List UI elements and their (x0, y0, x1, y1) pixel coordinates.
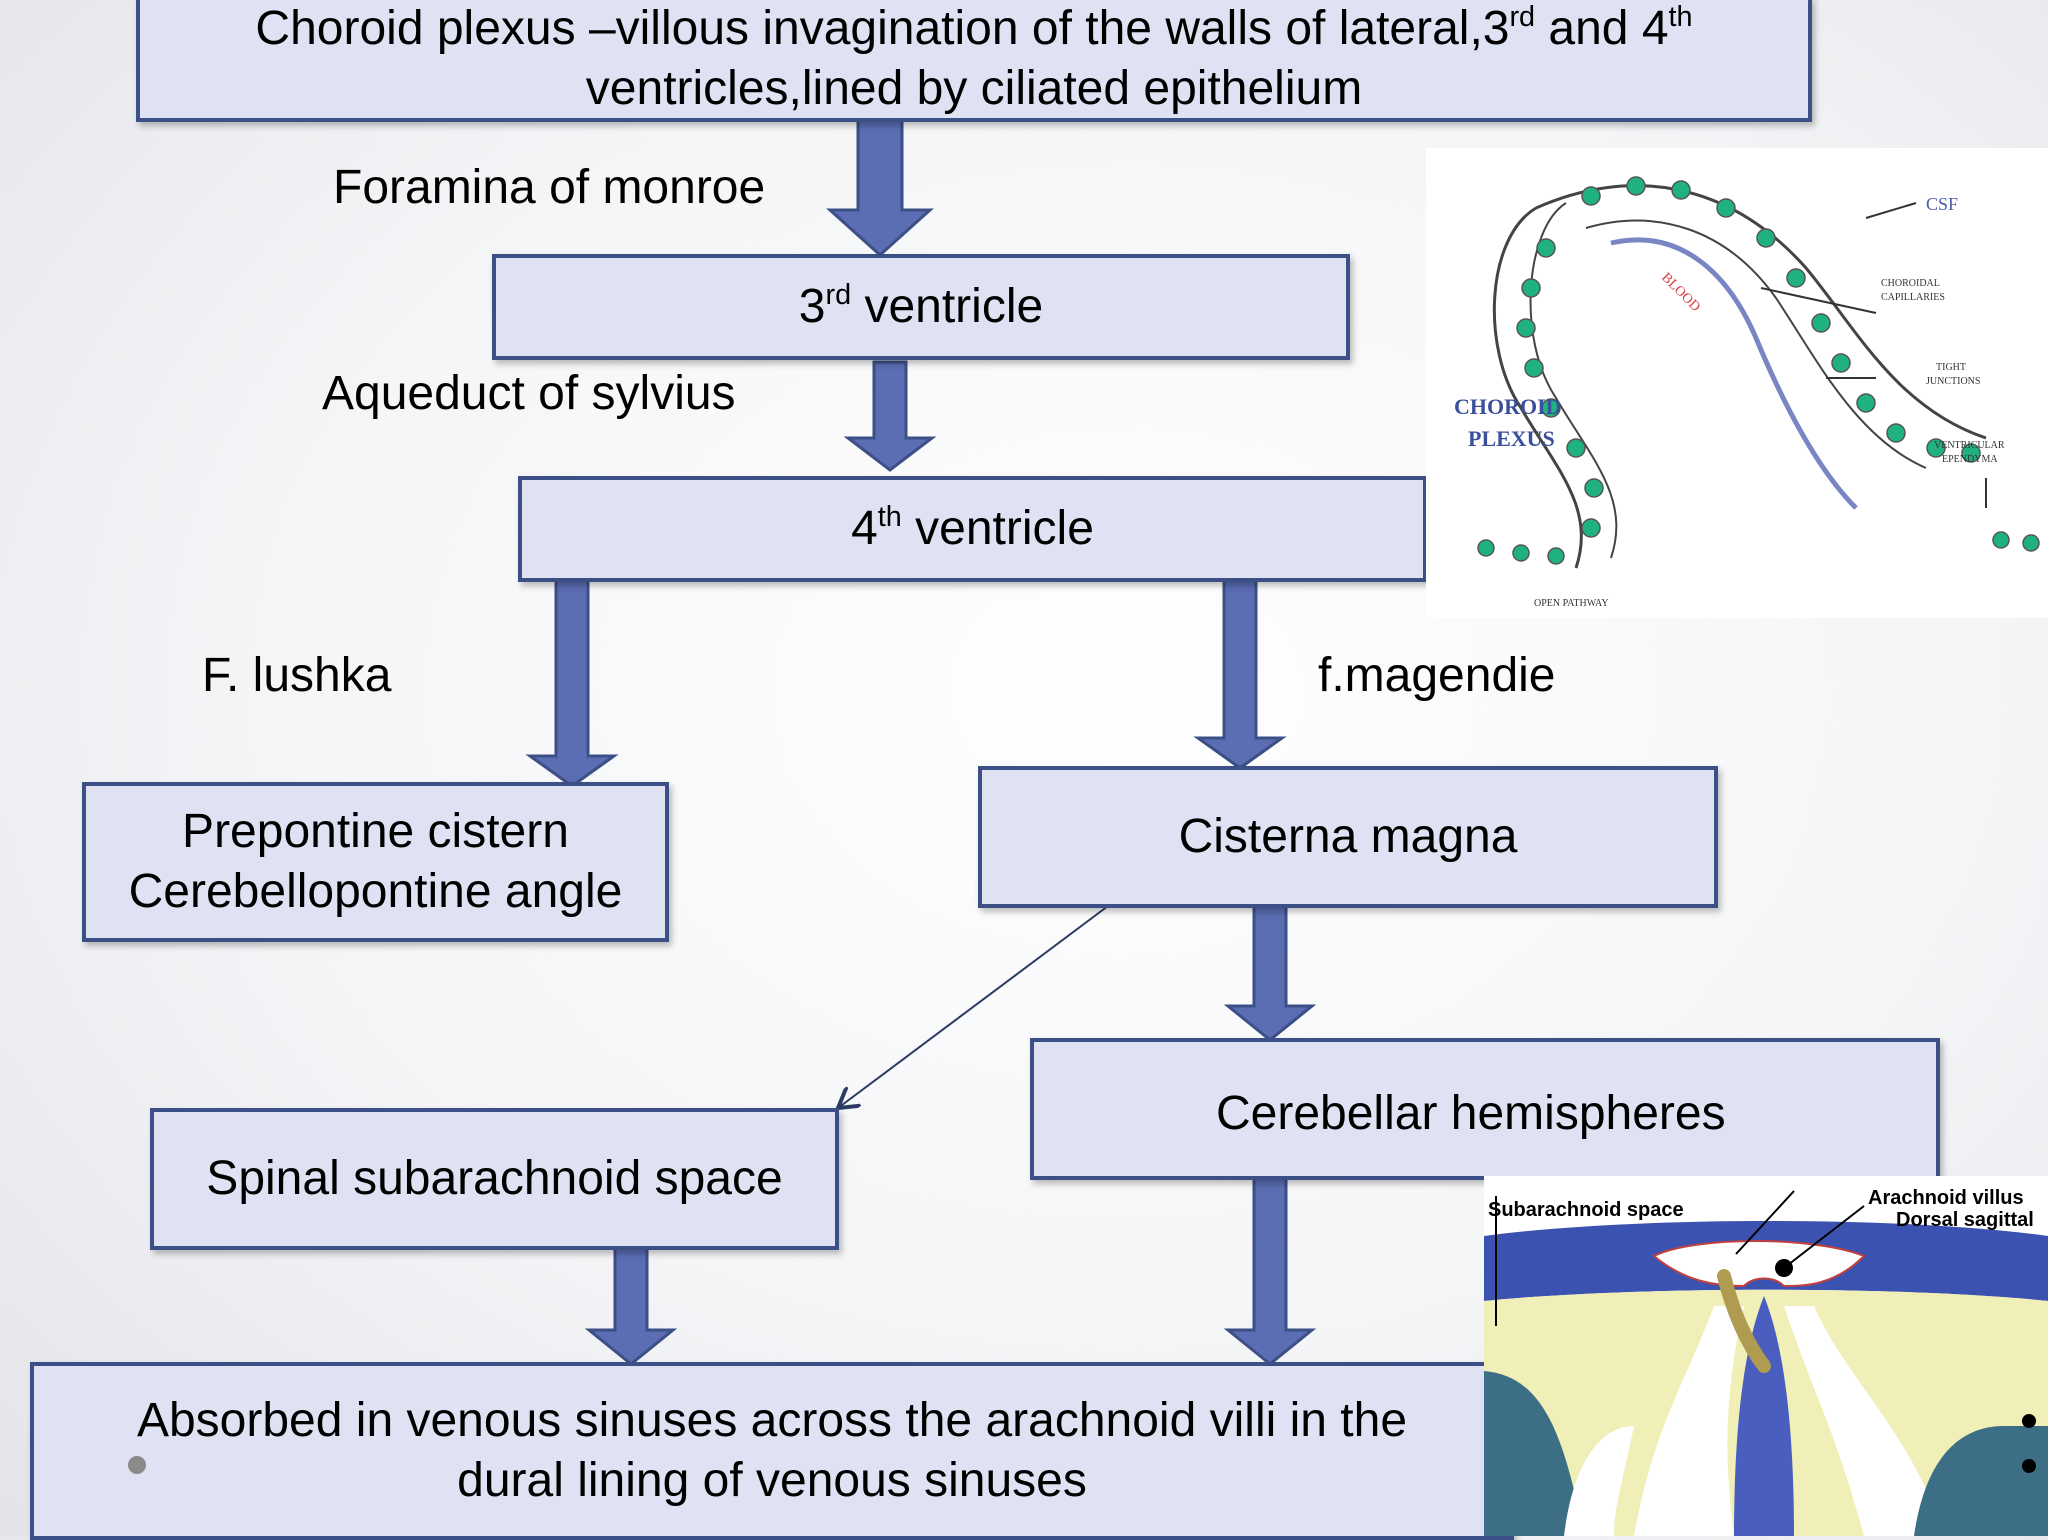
subarachnoid-space-label: Subarachnoid space (1488, 1199, 1684, 1221)
arachnoid-villus-drawing: Subarachnoid space Arachnoid villus Dors… (1484, 1187, 2048, 1536)
tight-junctions-label-1: TIGHT (1936, 362, 1966, 373)
choroid-plexus-line1: Choroid plexus –villous invagination of … (255, 1, 1693, 55)
third-ventricle-box: 3rd ventricle (492, 254, 1350, 360)
arrow-third-to-fourth (843, 360, 937, 472)
csf-label: CSF (1926, 194, 1958, 214)
arrow-cerebellar-to-absorbed (1223, 1176, 1317, 1366)
absorbed-box: Absorbed in venous sinuses across the ar… (30, 1362, 1514, 1540)
label-f-lushka: F. lushka (202, 649, 392, 702)
choroid-plexus-illustration: CSF BLOOD CHOROIDAL CAPILLARIES TIGHT JU… (1426, 148, 2048, 618)
arrow-cisterna-to-spinal (838, 905, 1109, 1108)
arachnoid-villus-label: Arachnoid villus (1868, 1187, 2024, 1209)
prepontine-cistern-box: Prepontine cistern Cerebellopontine angl… (82, 782, 669, 942)
ventricular-ependyma-label-1: VENTRICULAR (1934, 440, 2005, 451)
slide-bullet (128, 1456, 146, 1474)
cisterna-magna-box: Cisterna magna (978, 766, 1718, 908)
choroid-title-1: CHOROID (1454, 394, 1562, 419)
choroidal-capillaries-label-2: CAPILLARIES (1881, 292, 1945, 303)
spinal-subarachnoid-box: Spinal subarachnoid space (150, 1108, 839, 1250)
cerebellar-hemispheres-box: Cerebellar hemispheres (1030, 1038, 1940, 1180)
choroid-plexus-box: Choroid plexus –villous invagination of … (136, 0, 1812, 122)
ventricular-ependyma-label-2: EPENDYMA (1942, 454, 1998, 465)
arrow-cisterna-to-cerebellar (1223, 904, 1317, 1042)
choroid-plexus-line2: ventricles,lined by ciliated epithelium (585, 62, 1363, 115)
blood-label: BLOOD (1658, 270, 1703, 315)
arachnoid-villus-illustration: Subarachnoid space Arachnoid villus Dors… (1484, 1176, 2048, 1536)
tight-junctions-label-2: JUNCTIONS (1926, 376, 1980, 387)
arrow-spinal-to-absorbed (584, 1246, 678, 1366)
dorsal-sagittal-label: Dorsal sagittal (1896, 1209, 2034, 1231)
fourth-ventricle-box: 4th ventricle (518, 476, 1427, 582)
open-pathway-label: OPEN PATHWAY (1534, 598, 1609, 609)
label-aqueduct-of-sylvius: Aqueduct of sylvius (322, 367, 736, 420)
arrow-choroid-to-third (826, 118, 934, 258)
arrow-fourth-to-prepontine (525, 578, 619, 788)
choroid-title-2: PLEXUS (1468, 426, 1555, 451)
arrow-fourth-to-cisterna (1193, 578, 1287, 770)
choroid-plexus-drawing: CSF BLOOD CHOROIDAL CAPILLARIES TIGHT JU… (1454, 176, 2040, 609)
choroidal-capillaries-label-1: CHOROIDAL (1881, 278, 1940, 289)
label-f-magendie: f.magendie (1318, 649, 1556, 702)
label-foramina-of-monroe: Foramina of monroe (333, 161, 766, 214)
